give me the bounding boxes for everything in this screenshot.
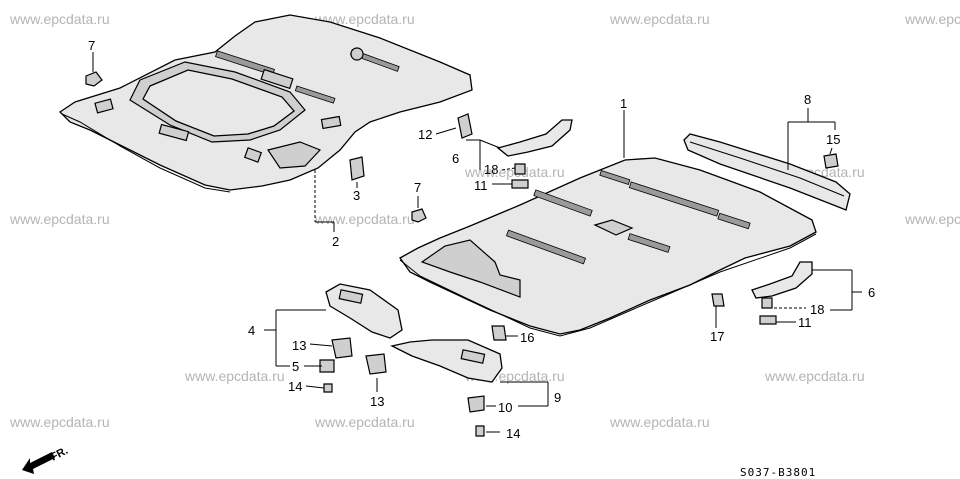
callout-4: 4: [248, 323, 255, 338]
clip-7-lower: [411, 208, 427, 223]
screw-14-left: [323, 383, 333, 393]
rear-roof-rail: [683, 133, 851, 211]
callout-6-rear: 6: [868, 285, 875, 300]
watermark-4: www.epcdata.ru: [904, 11, 960, 27]
clip-15: [823, 153, 839, 169]
callout-15: 15: [826, 132, 840, 147]
bracket-10: [467, 395, 485, 413]
watermark-9: www.epcdata.ru: [314, 211, 415, 227]
watermark-8: www.epcdata.ru: [9, 211, 110, 227]
diagram-code: S037-B3801: [740, 466, 816, 479]
assist-grip-rear: [751, 261, 813, 299]
watermark-12: www.epcdata.ru: [184, 368, 285, 384]
callouts: 7 1 2 3 7 12 6 18 11 8 15 6 18 11 17 16 …: [88, 38, 875, 441]
watermark-15: www.epcdata.ru: [9, 414, 110, 430]
callout-5: 5: [292, 359, 299, 374]
callout-18-front: 18: [484, 162, 498, 177]
callout-7-lower: 7: [414, 180, 421, 195]
clip-7-upper: [85, 71, 103, 87]
headlining-main: [399, 157, 817, 337]
watermark-11: www.epcdata.ru: [904, 211, 960, 227]
callout-11-rear: 11: [798, 315, 812, 330]
callout-13-right: 13: [370, 394, 384, 409]
clip-12: [457, 113, 473, 139]
clip-18-front: [514, 163, 526, 175]
callout-14-left: 14: [288, 379, 302, 394]
screw-14-right: [475, 425, 485, 437]
callout-10: 10: [498, 400, 512, 415]
watermark-1: www.epcdata.ru: [9, 11, 110, 27]
sun-visor-left: [325, 283, 403, 339]
headlining-with-sunroof: [58, 14, 473, 193]
clip-11-rear: [759, 315, 777, 325]
clip-18-rear: [761, 297, 773, 309]
callout-14-right: 14: [506, 426, 520, 441]
watermark-14: www.epcdata.ru: [764, 368, 865, 384]
callout-16: 16: [520, 330, 534, 345]
holder-13-left: [331, 337, 353, 359]
callout-7-upper: 7: [88, 38, 95, 53]
arrow-icon: [22, 452, 55, 474]
assist-grip-front: [496, 119, 573, 157]
watermark-6: www.epcdata.ru: [464, 164, 565, 180]
clip-16: [491, 325, 507, 341]
watermark-17: www.epcdata.ru: [609, 414, 710, 430]
callout-18-rear: 18: [810, 302, 824, 317]
watermark-2: www.epcdata.ru: [314, 11, 415, 27]
clip-3: [349, 156, 365, 181]
callout-12: 12: [418, 127, 432, 142]
callout-2: 2: [332, 234, 339, 249]
callout-9: 9: [554, 390, 561, 405]
callout-3: 3: [353, 188, 360, 203]
bracket-5: [319, 359, 335, 373]
callout-13-left: 13: [292, 338, 306, 353]
watermark-16: www.epcdata.ru: [314, 414, 415, 430]
clip-17: [711, 293, 725, 307]
front-direction-arrow: FR.: [22, 445, 70, 474]
callout-6-front: 6: [452, 151, 459, 166]
fasteners: [85, 71, 839, 437]
watermark-3: www.epcdata.ru: [609, 11, 710, 27]
callout-17: 17: [710, 329, 724, 344]
holder-13-right: [365, 353, 387, 375]
clip-11-front: [511, 179, 529, 189]
callout-11-front: 11: [474, 178, 488, 193]
sun-visor-right: [390, 339, 503, 383]
front-label: FR.: [49, 445, 70, 464]
leader-lines: [92, 52, 862, 433]
callout-8: 8: [804, 92, 811, 107]
callout-1: 1: [620, 96, 627, 111]
